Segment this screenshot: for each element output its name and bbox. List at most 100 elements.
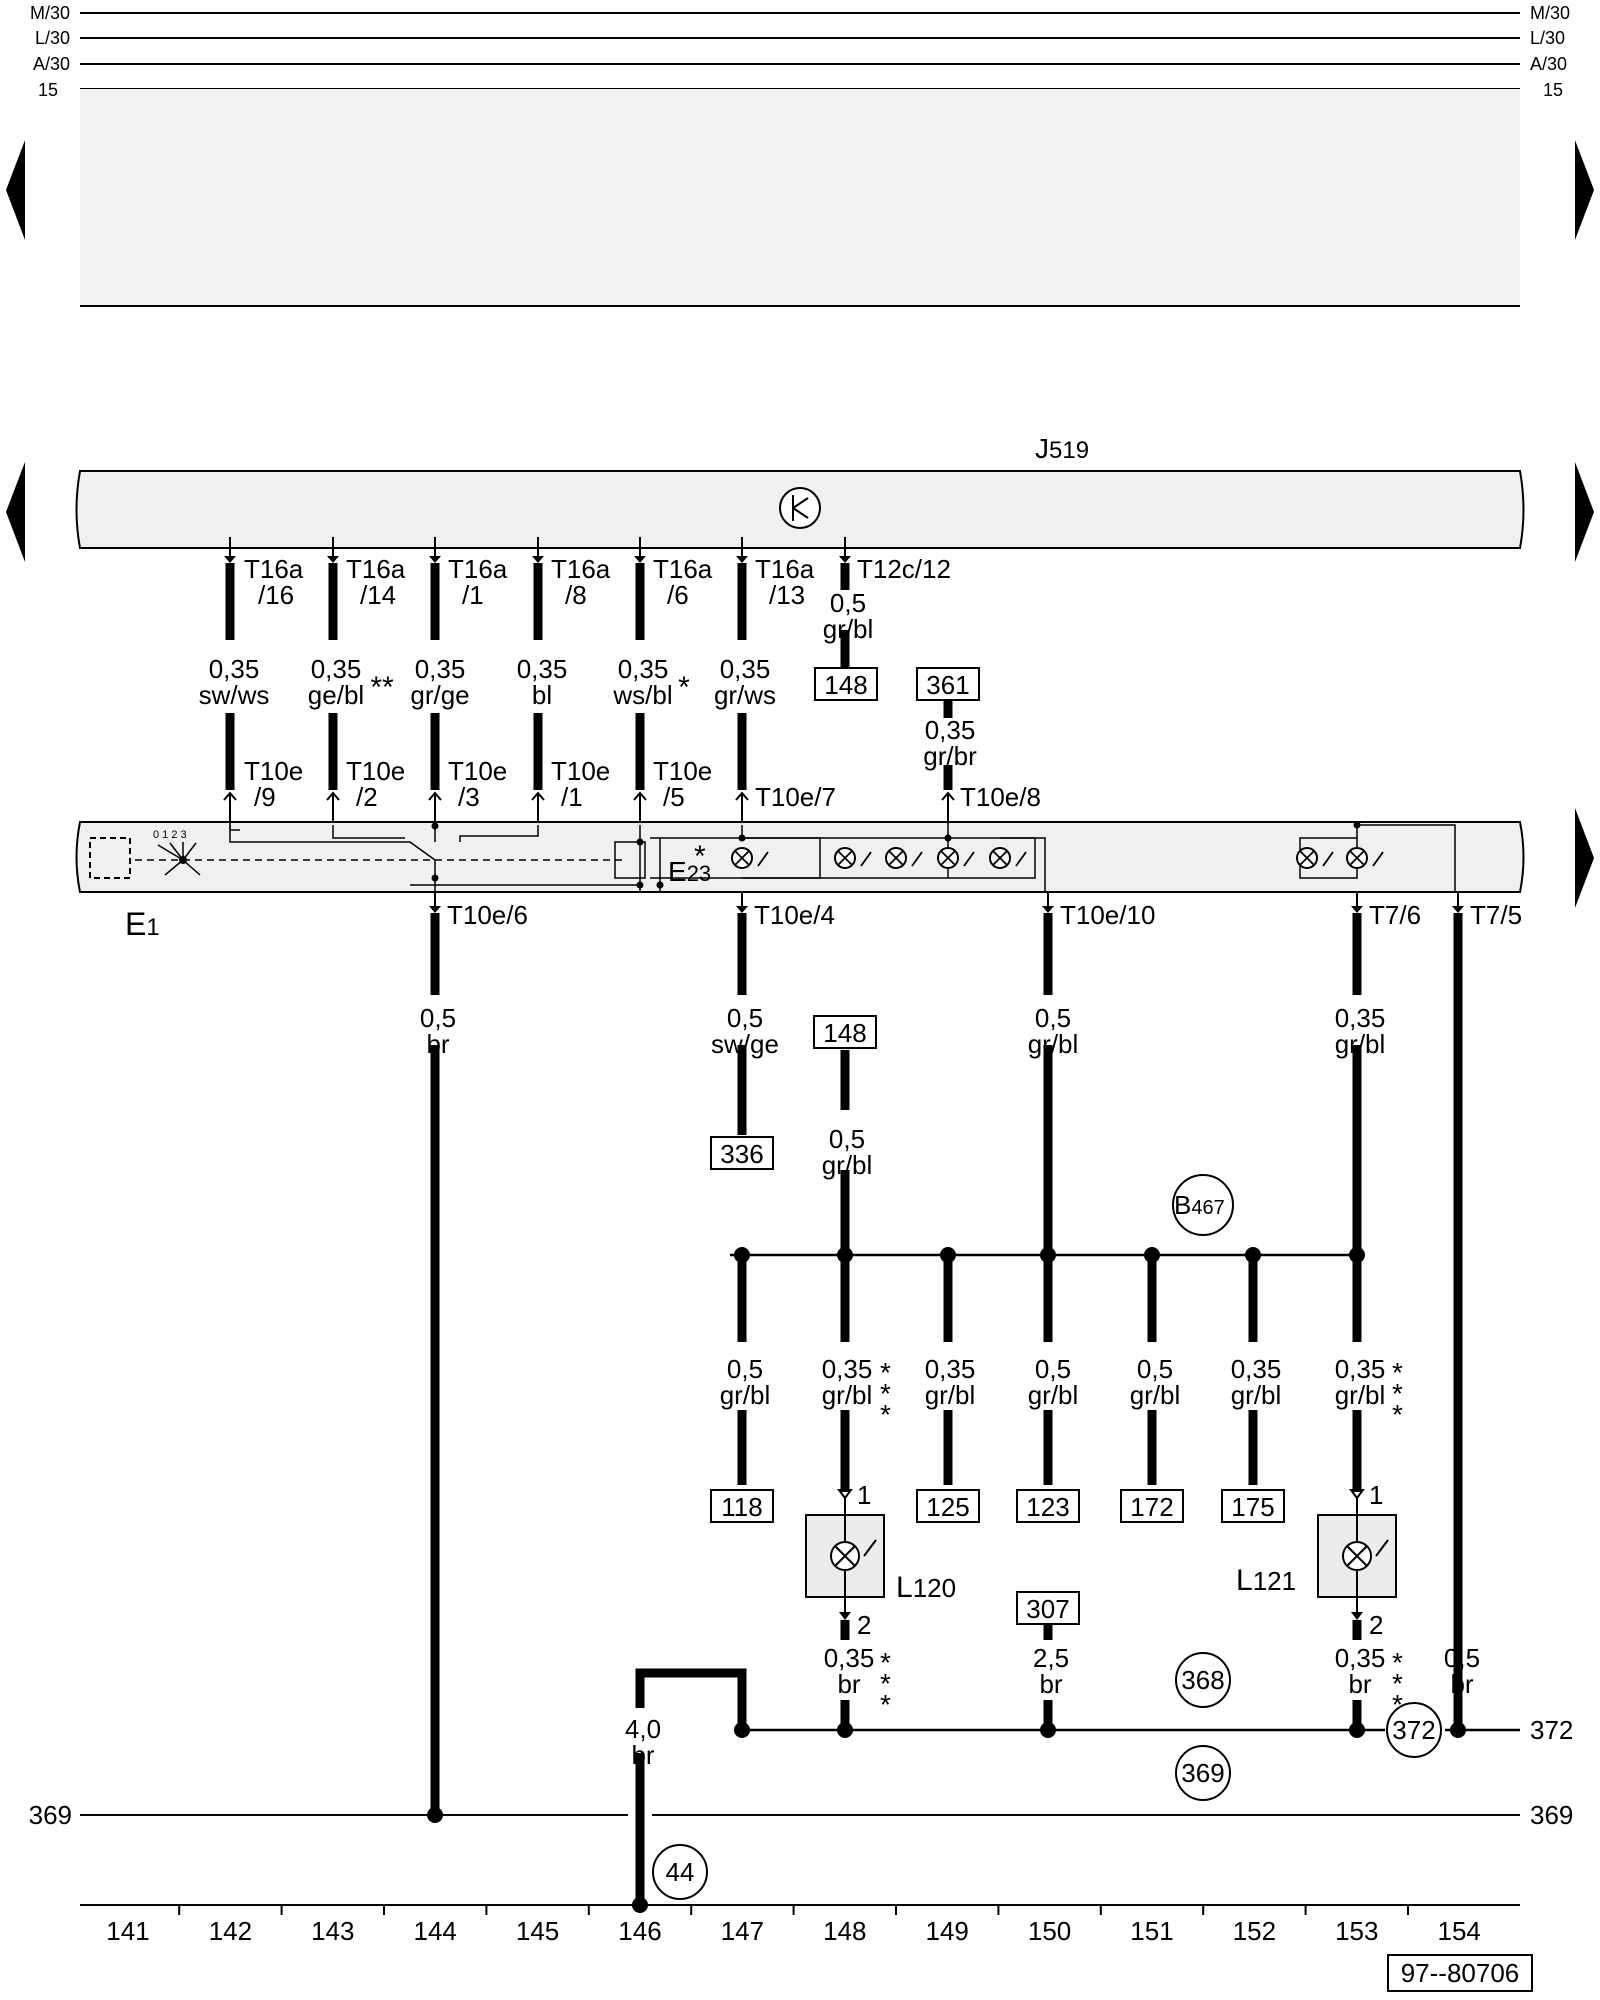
track-number: 152 [1233,1916,1276,1946]
ref-box[interactable] [1016,1591,1080,1625]
wire-size: 0,35 [415,654,466,684]
svg-text:*: * [1392,1668,1403,1699]
bottom-ref-boxes: 118 125 123 172 175 [710,1489,1285,1523]
page-next-arrow-icon[interactable] [1575,140,1594,240]
rail-label-m30-right: M/30 [1530,3,1570,23]
pin-t16a-14-a: T16a [346,554,406,584]
pin-t7-5: T7/5 [1470,900,1522,930]
track-number: 154 [1438,1916,1481,1946]
ground-point-circle [1175,1652,1231,1708]
svg-text:*: * [880,1689,891,1720]
ref-box-label: 172 [1130,1492,1173,1522]
wire-size: 0,35 [311,654,362,684]
rail-label-l30-right: L/30 [1530,28,1565,48]
track-number: 145 [516,1916,559,1946]
wire-color: gr/bl [1130,1380,1181,1410]
pin-t10e-6: T10e/6 [447,900,528,930]
track-number: 153 [1335,1916,1378,1946]
pin-t10e-2-b: /2 [356,782,378,812]
ref-box[interactable] [710,1489,774,1523]
ground-wires [635,1620,1362,1908]
rail-label-m30-left: M/30 [30,3,70,23]
ref-box[interactable] [1016,1489,1080,1523]
svg-text:E23: E23 [668,856,711,887]
pin-t16a-8-a: T16a [551,554,611,584]
pin-t10e-9-b: /9 [254,782,276,812]
pin-number: 1 [857,1480,871,1510]
rail-label-a30-left: A/30 [33,54,70,74]
pin-t10e-3-b: /3 [458,782,480,812]
lamp-l120: 1 2 L120 [805,1480,956,1640]
upper-pin-labels: T16a /16 T16a /14 T16a /1 T16a /8 T16a /… [244,554,951,610]
page-prev-arrow-icon[interactable] [6,462,25,562]
ground-point-circle [1386,1702,1442,1758]
wire-size: 0,35 [1335,1003,1386,1033]
wire-mark: ** [370,671,394,704]
ref-box[interactable] [1120,1489,1184,1523]
pin-t10e-10: T10e/10 [1060,900,1155,930]
ref-box-label: 175 [1231,1492,1274,1522]
e1-label: E [125,906,146,942]
wire-size: 0,5 [1444,1643,1480,1673]
wire-size: 0,5 [420,1003,456,1033]
lamp-l121: 1 2 L121 [1236,1480,1397,1640]
pin-t10e-1-b: /1 [561,782,583,812]
wire-size: 0,35 [925,1354,976,1384]
ref-box[interactable] [916,667,980,701]
track-number: 143 [311,1916,354,1946]
svg-text:*: * [880,1378,891,1409]
ground-line-44: 44 [80,1844,1520,1913]
drawing-id-box [1387,1954,1533,1992]
main-wires [430,913,1463,1815]
pin-t16a-16-b: /16 [258,580,294,610]
ref-box[interactable] [916,1489,980,1523]
pin-t16a-16-a: T16a [244,554,304,584]
track-number: 147 [721,1916,764,1946]
ground-bus-372: 372 372 [734,1702,1573,1758]
ref-box[interactable] [1221,1489,1285,1523]
pin-t12c-12: T12c/12 [857,554,951,584]
page-next-arrow-icon[interactable] [1575,462,1594,562]
edge-label: 372 [1530,1715,1573,1745]
ground-point-label: 372 [1392,1715,1435,1745]
ref-box-label: 307 [1026,1594,1069,1624]
lower-stubs [434,892,1459,910]
lower-pin-labels: T10e /9 T10e /2 T10e /3 T10e /1 T10e /5 … [244,756,1041,812]
rail-label-15-left: 15 [38,80,58,100]
svg-text:*: * [1392,1378,1403,1409]
wire-color: gr/bl [822,1150,873,1180]
triple-stars: *** *** *** *** [880,1357,1403,1720]
track-number: 149 [926,1916,969,1946]
connector-markers [223,556,955,801]
svg-text:B467: B467 [1174,1190,1225,1220]
wire-color: gr/bl [1231,1380,1282,1410]
pin-t16a-13-b: /13 [769,580,805,610]
e23-star: * [694,840,706,873]
mid-ref-boxes: 148 336 [710,1015,877,1170]
wire-size: 0,35 [1335,1354,1386,1384]
ref-box-label: 123 [1026,1492,1069,1522]
b467-sub: 467 [1191,1197,1224,1219]
wire-size: 0,35 [925,715,976,745]
edge-label: 369 [29,1800,72,1830]
wire-color: ge/bl [308,680,364,710]
wire-color: br [1450,1669,1473,1699]
pin-t16a-6-b: /6 [667,580,689,610]
page-next-arrow-icon[interactable] [1575,808,1594,908]
track-number: 151 [1130,1916,1173,1946]
svg-text:*: * [1392,1647,1403,1678]
page-prev-arrow-icon[interactable] [6,140,25,240]
wire-size: 0,35 [209,654,260,684]
wire-color: gr/bl [720,1380,771,1410]
bottom-pin-labels: T10e/6 T10e/4 T10e/10 T7/6 T7/5 [447,900,1522,930]
pin-t7-6: T7/6 [1369,900,1421,930]
wire-size: 0,35 [618,654,669,684]
pin-t10e-2-a: T10e [346,756,405,786]
wire-color: ws/bl [612,680,672,710]
svg-text:E1: E1 [125,906,160,942]
j519-label: J [1035,433,1049,464]
ref-box[interactable] [813,1015,877,1049]
ref-box[interactable] [710,1136,774,1170]
ref-box[interactable] [814,667,878,701]
